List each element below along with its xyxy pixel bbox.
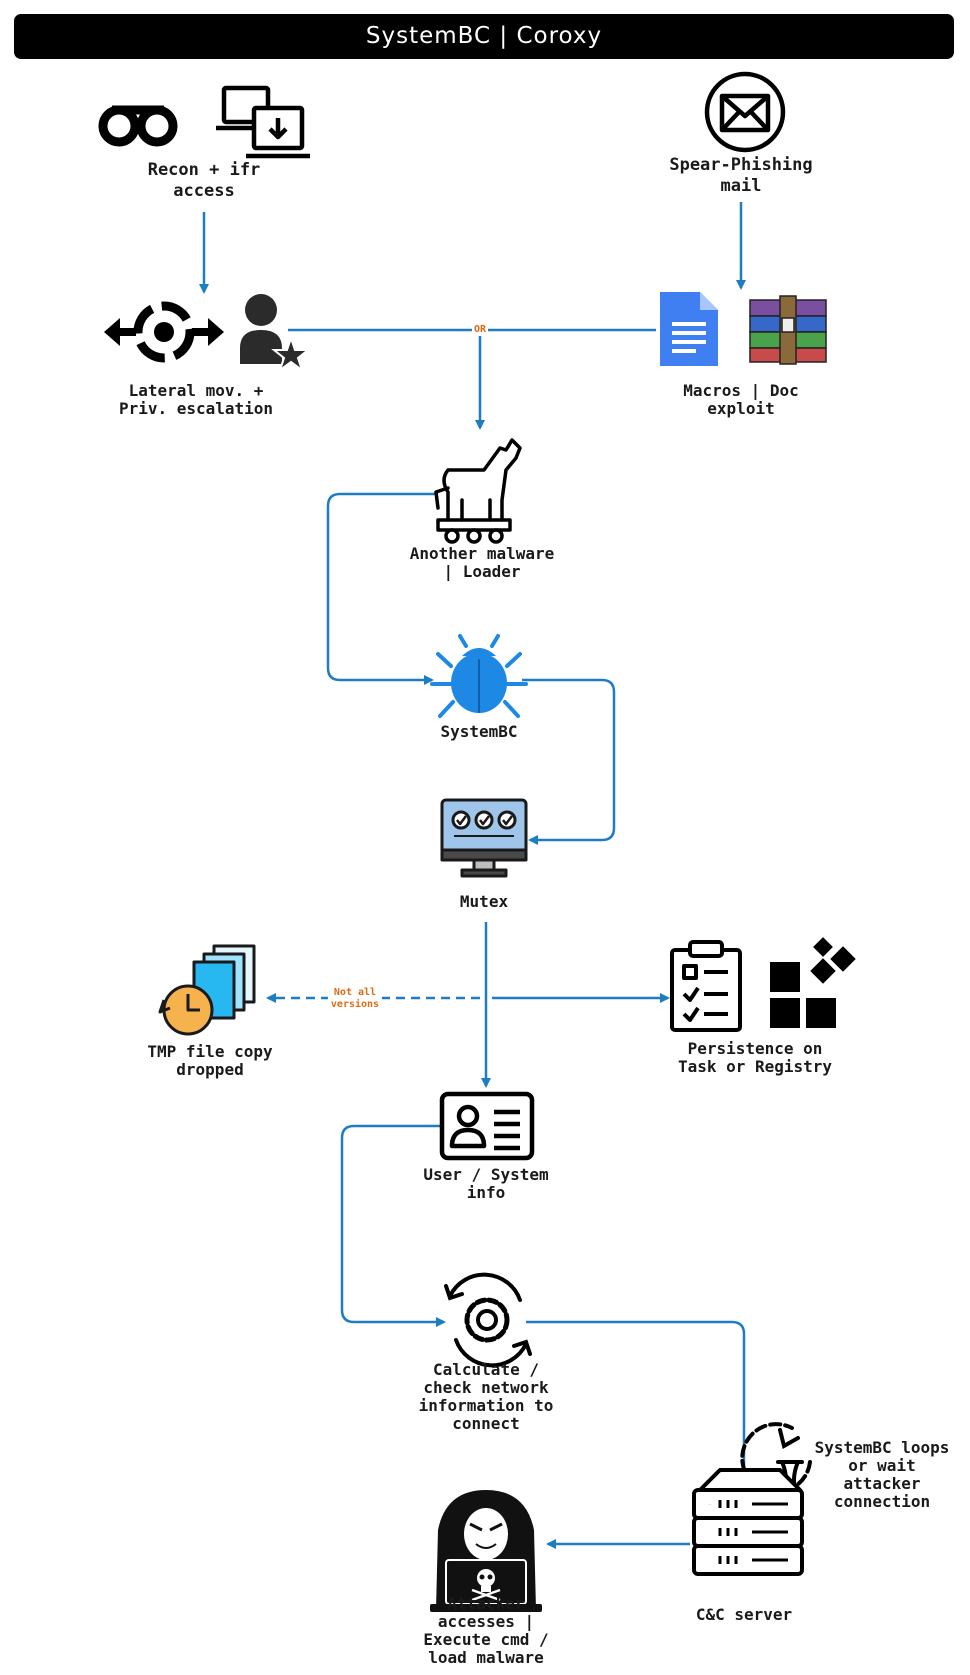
lateral-label-line: Priv. escalation — [118, 399, 274, 418]
phishing-label-line: Spear-Phishing — [669, 155, 813, 175]
not-all-versions-label: Not all versions — [327, 987, 383, 1011]
attacker-label: Attacker accesses | Execute cmd / load m… — [423, 1595, 548, 1667]
file-copy-clock-icon — [158, 944, 256, 1036]
systembc-label-line: SystemBC — [440, 722, 518, 741]
remote-access-icon — [216, 85, 310, 159]
not-all-versions-line: Not all — [333, 987, 377, 998]
loader-label: Another malware | Loader — [410, 545, 555, 581]
network-label-line: connect — [452, 1414, 520, 1433]
binoculars-icon — [98, 105, 178, 147]
recon-label: Recon + ifr access — [148, 160, 261, 202]
registry-blocks-icon — [770, 937, 856, 1028]
gear-refresh-icon — [444, 1272, 532, 1368]
recon-label-line: access — [173, 181, 235, 201]
network-label-line: check network — [423, 1378, 549, 1397]
systembc-label: SystemBC — [440, 723, 517, 741]
macros-label-line: Macros | Doc — [683, 381, 799, 400]
phishing-label: Spear-Phishing mail — [669, 155, 812, 197]
persistence-label-line: Persistence on — [687, 1039, 823, 1058]
network-label: Calculate / check network information to… — [419, 1361, 554, 1433]
lateral-movement-icon — [104, 301, 224, 363]
trojan-horse-icon — [434, 438, 522, 544]
edge-systembc-mutex — [522, 678, 616, 845]
cnc-label-line: C&C server — [695, 1605, 793, 1624]
lateral-label-line: Lateral mov. + — [128, 381, 264, 400]
edge-userinfo-network — [340, 1124, 446, 1327]
cnc-label: C&C server — [696, 1606, 792, 1624]
mutex-label-line: Mutex — [459, 892, 509, 911]
persistence-label: Persistence on Task or Registry — [678, 1040, 832, 1076]
network-label-line: Calculate / — [433, 1360, 539, 1379]
diagram-title: SystemBC | Coroxy — [14, 14, 954, 59]
not-all-versions-line: versions — [330, 999, 380, 1010]
tmp-label-line: TMP file copy — [147, 1042, 273, 1061]
envelope-icon — [704, 71, 786, 153]
loader-label-line: | Loader — [443, 562, 521, 581]
macros-label: Macros | Doc exploit — [683, 382, 799, 418]
lateral-label: Lateral mov. + Priv. escalation — [119, 382, 273, 418]
tmp-label: TMP file copy dropped — [147, 1043, 272, 1079]
loader-label-line: Another malware — [409, 544, 555, 563]
macros-label-line: exploit — [707, 399, 775, 418]
attacker-label-line: accesses | — [437, 1612, 535, 1631]
winrar-archive-icon — [749, 295, 827, 365]
recon-label-line: Recon + ifr — [147, 160, 261, 180]
loops-label-line: connection — [833, 1492, 931, 1511]
hacker-icon — [430, 1490, 542, 1612]
id-card-icon — [439, 1091, 535, 1161]
monitor-checks-icon — [440, 798, 528, 878]
or-edge-label: OR — [471, 324, 489, 336]
loops-label: SystemBC loops or wait attacker connecti… — [815, 1439, 950, 1511]
userinfo-label-line: User / System — [423, 1165, 549, 1184]
userinfo-label: User / System info — [423, 1166, 548, 1202]
loops-label-line: attacker — [843, 1474, 921, 1493]
bug-icon — [430, 634, 528, 718]
phishing-label-line: mail — [720, 176, 762, 196]
edge-loader-systembc — [326, 492, 436, 685]
attacker-label-line: Attacker — [447, 1594, 525, 1613]
attacker-label-line: load malware — [428, 1648, 544, 1667]
loops-label-line: or wait — [848, 1456, 916, 1475]
tmp-label-line: dropped — [176, 1060, 244, 1079]
server-icon — [692, 1468, 804, 1576]
userinfo-label-line: info — [466, 1183, 506, 1202]
loops-label-line: SystemBC loops — [814, 1438, 950, 1457]
privileged-user-icon — [240, 294, 311, 373]
edge-network-cnc — [526, 1320, 749, 1488]
task-clipboard-icon — [670, 940, 742, 1032]
persistence-label-line: Task or Registry — [677, 1057, 833, 1076]
google-doc-icon — [660, 292, 718, 366]
attacker-label-line: Execute cmd / — [423, 1630, 549, 1649]
mutex-label: Mutex — [460, 893, 508, 911]
network-label-line: information to — [418, 1396, 554, 1415]
